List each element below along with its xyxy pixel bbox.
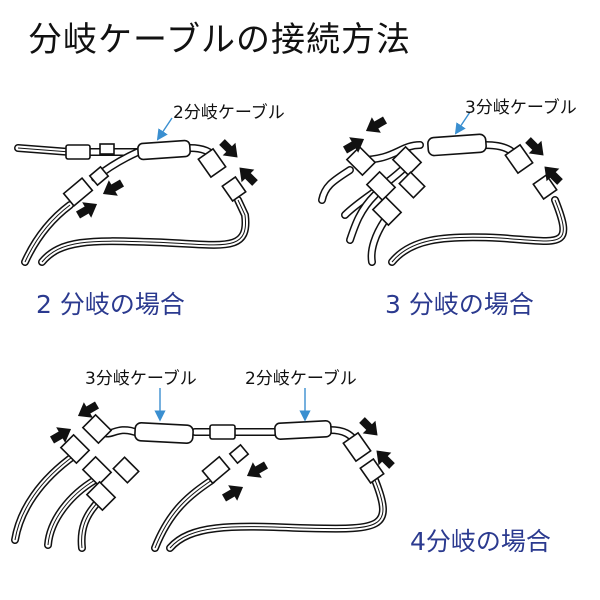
panel-4-branch-diagram — [11, 388, 399, 552]
panel-3-branch-diagram — [318, 111, 568, 266]
panel-2-branch-diagram — [14, 117, 262, 266]
cable-label: 2分岐ケーブル — [173, 103, 285, 123]
caption-2-branch: 2 分岐の場合 — [36, 290, 185, 319]
cable — [14, 144, 250, 266]
cable-label: 2分岐ケーブル — [245, 369, 357, 389]
page-title: 分岐ケーブルの接続方法 — [28, 20, 411, 60]
caption-4-branch: 4分岐の場合 — [410, 527, 551, 556]
cable-label: 3分岐ケーブル — [465, 98, 577, 118]
cable-label: 3分岐ケーブル — [85, 369, 197, 389]
caption-3-branch: 3 分岐の場合 — [385, 290, 534, 319]
